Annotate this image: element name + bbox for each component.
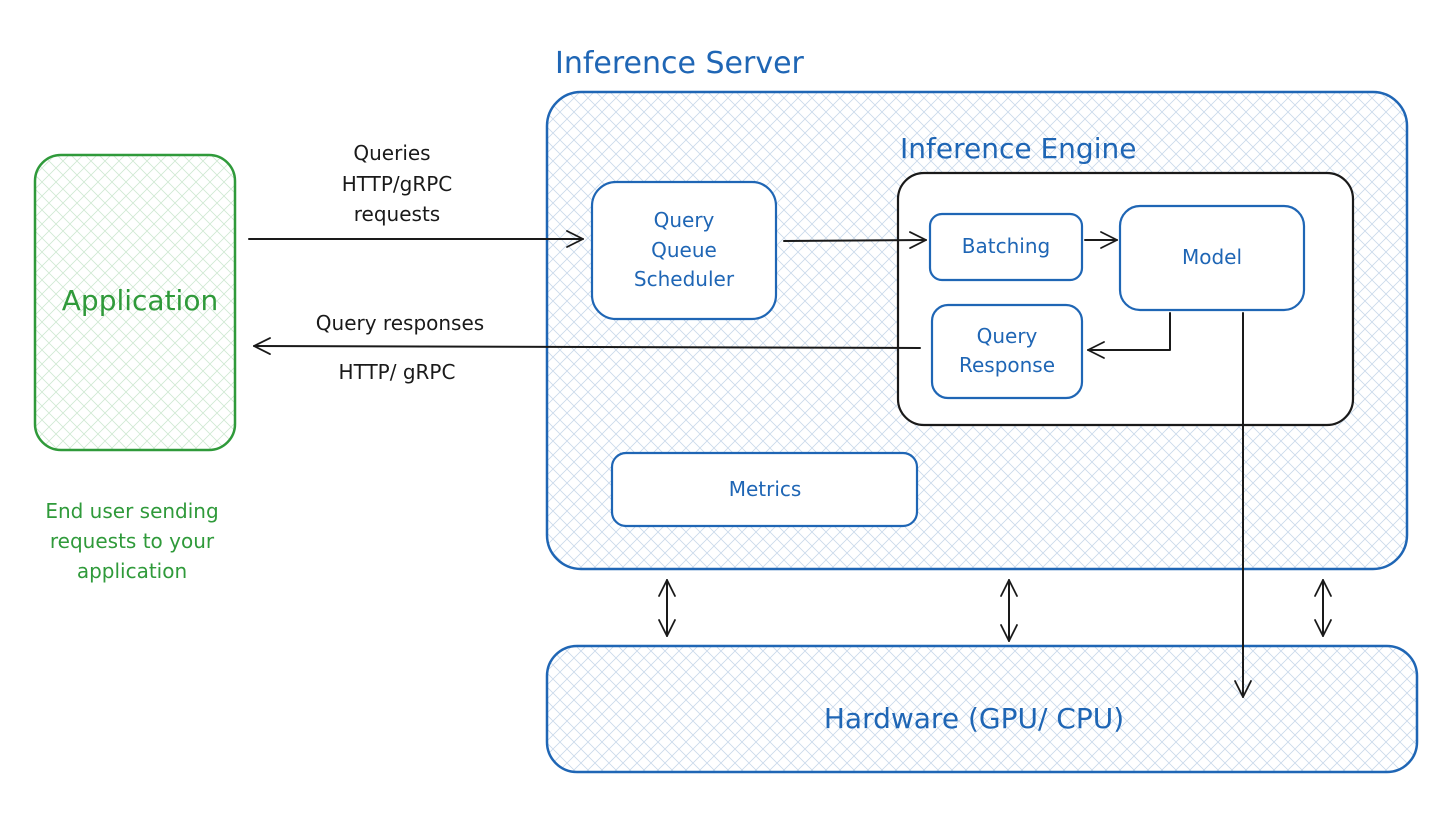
hardware-node: Hardware (GPU/ CPU) bbox=[545, 644, 1419, 774]
request-label-line-2: HTTP/gRPC bbox=[342, 172, 453, 196]
query-response-box bbox=[930, 303, 1084, 400]
queue-to-batching-arrow bbox=[783, 231, 927, 250]
response-label-top: Query responses bbox=[316, 311, 484, 335]
response-arrow bbox=[253, 337, 921, 355]
application-label: Application bbox=[62, 284, 218, 317]
metrics-node: Metrics bbox=[610, 451, 919, 528]
application-note-line-3: application bbox=[77, 559, 187, 583]
query-queue-line-2: Queue bbox=[651, 238, 717, 262]
model-to-response-arrow bbox=[1087, 312, 1171, 359]
application-node: Application bbox=[33, 153, 237, 452]
metrics-label: Metrics bbox=[729, 477, 802, 501]
batching-box bbox=[928, 212, 1084, 282]
hardware-box bbox=[545, 644, 1419, 774]
query-queue-scheduler: Query Queue Scheduler bbox=[590, 180, 778, 321]
query-response-node: Query Response bbox=[930, 303, 1084, 400]
query-queue-box bbox=[590, 180, 778, 321]
application-note-line-1: End user sending bbox=[45, 499, 218, 523]
application-box bbox=[33, 153, 237, 452]
model-label: Model bbox=[1182, 245, 1242, 269]
request-label: Queries HTTP/gRPC requests bbox=[342, 141, 453, 226]
server-title: Inference Server bbox=[555, 46, 805, 81]
request-label-line-3: requests bbox=[354, 202, 440, 226]
connectors bbox=[248, 230, 1332, 698]
hardware-label: Hardware (GPU/ CPU) bbox=[824, 702, 1124, 735]
query-queue-line-1: Query bbox=[654, 208, 715, 232]
batching-node: Batching bbox=[928, 212, 1084, 282]
application-note-line-2: requests to your bbox=[50, 529, 215, 553]
engine-title: Inference Engine bbox=[900, 132, 1136, 165]
query-queue-line-3: Scheduler bbox=[634, 267, 735, 291]
query-response-line-1: Query bbox=[977, 324, 1038, 348]
query-response-line-2: Response bbox=[959, 353, 1055, 377]
batching-label: Batching bbox=[962, 234, 1050, 258]
model-node: Model bbox=[1118, 204, 1306, 312]
metrics-box bbox=[610, 451, 919, 528]
response-label-bottom: HTTP/ gRPC bbox=[339, 360, 456, 384]
request-label-line-1: Queries bbox=[353, 141, 430, 165]
model-box bbox=[1118, 204, 1306, 312]
application-note: End user sending requests to your applic… bbox=[45, 499, 218, 583]
